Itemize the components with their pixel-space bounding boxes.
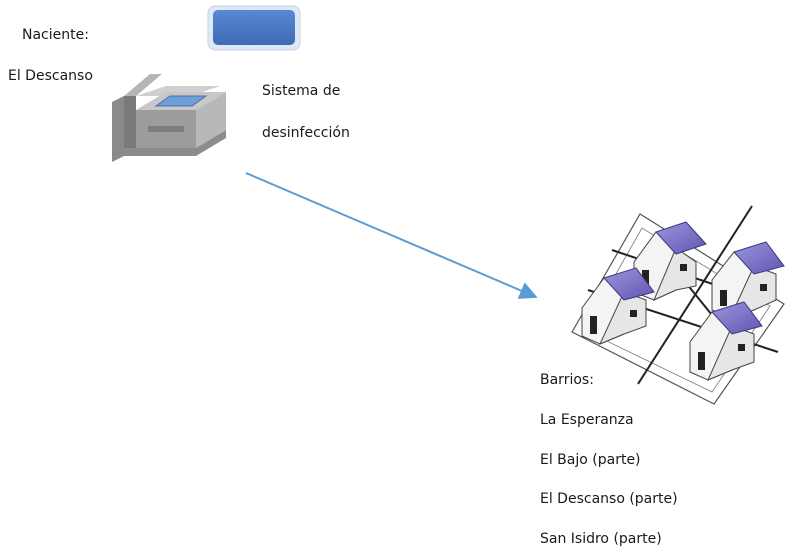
house-2: [711, 241, 785, 319]
neighborhood-item: La Esperanza: [540, 412, 634, 428]
flow-arrow: [245, 172, 538, 299]
source-label-line1: Naciente:: [22, 27, 89, 43]
neighborhoods-heading: Barrios:: [540, 372, 594, 388]
neighborhood-item: El Descanso (parte): [540, 491, 678, 507]
treatment-label-line2: desinfección: [262, 125, 350, 141]
neighborhood-item: El Bajo (parte): [540, 452, 641, 468]
spring-icon: [207, 5, 301, 51]
houses-icon: [571, 205, 785, 405]
neighborhood-item: San Isidro (parte): [540, 531, 662, 547]
house-3: [581, 267, 655, 345]
source-label-line2: El Descanso: [8, 68, 93, 84]
treatment-label-line1: Sistema de: [262, 83, 341, 99]
house-4: [689, 301, 763, 381]
disinfection-tank-icon: [112, 74, 226, 162]
